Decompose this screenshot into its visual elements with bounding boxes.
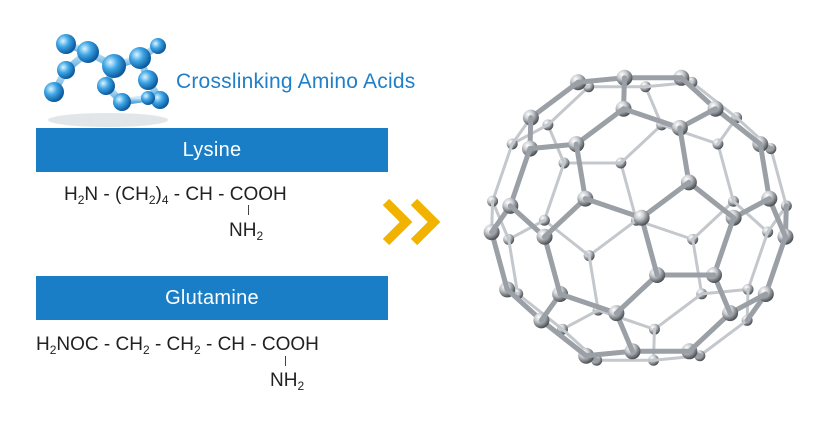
fullerene-icon xyxy=(483,69,794,366)
diagram-title: Crosslinking Amino Acids xyxy=(176,70,416,93)
fullerene-bond xyxy=(491,142,514,203)
fullerene-bond xyxy=(516,292,564,331)
fullerene-bond xyxy=(716,142,735,203)
fullerene-bond xyxy=(573,106,627,147)
lysine-label: Lysine xyxy=(182,138,242,161)
fullerene-bond xyxy=(587,254,600,312)
lysine-amine-group: NH2 xyxy=(229,220,264,243)
fullerene-bond xyxy=(507,237,520,296)
fullerene-bond xyxy=(528,79,581,121)
fullerene-bond xyxy=(542,196,588,240)
fullerene-bond xyxy=(542,161,566,222)
fullerene-bond xyxy=(691,199,735,241)
fullerene-bond xyxy=(746,230,770,291)
fullerene-bond xyxy=(711,215,737,278)
lysine-bond-line xyxy=(248,205,249,215)
fullerene-bond xyxy=(542,234,563,297)
fullerene-bond xyxy=(691,237,704,296)
glutamine-formula: H2NOC - CH2 - CH2 - CH - COOH xyxy=(36,334,319,357)
fullerene-bond xyxy=(538,317,589,359)
fullerene-bond xyxy=(507,146,533,209)
fullerene-bond xyxy=(573,141,588,202)
glutamine-label: Glutamine xyxy=(165,286,259,309)
fullerene-bond xyxy=(587,218,638,258)
fullerene-bond xyxy=(546,85,591,127)
glutamine-amine-group: NH2 xyxy=(270,370,305,393)
fullerene-bond xyxy=(690,80,739,120)
fullerene-bond xyxy=(639,179,692,221)
fullerene-bond xyxy=(507,218,546,241)
molecule-icon xyxy=(44,34,169,127)
fullerene-bond xyxy=(763,234,788,297)
fullerene-bond xyxy=(769,147,788,208)
fullerene-bond xyxy=(639,215,660,278)
fullerene-bond xyxy=(757,141,772,202)
glutamine-bond-line xyxy=(285,356,286,366)
fullerene-bond xyxy=(677,125,692,185)
fullerene-bond xyxy=(700,287,750,296)
lysine-formula: H2N - (CH2)4 - CH - COOH xyxy=(64,184,287,207)
fullerene-bond xyxy=(713,106,763,147)
fullerene-bond xyxy=(560,308,600,331)
fullerene-bond xyxy=(619,123,664,165)
fullerene-bond xyxy=(582,196,645,221)
fullerene-bond xyxy=(542,218,591,258)
lysine-banner: Lysine xyxy=(36,128,388,172)
fullerene-bond xyxy=(619,161,638,222)
fullerene-bond xyxy=(652,292,704,331)
fullerene-atom xyxy=(633,209,650,226)
fullerene-bond xyxy=(613,272,660,316)
fullerene-bond xyxy=(596,308,656,331)
fullerene-bond xyxy=(621,106,683,131)
fullerene-bond xyxy=(489,229,510,292)
fullerene-bond xyxy=(686,179,737,221)
chevron-double-right-icon xyxy=(382,198,441,246)
fullerene-bond xyxy=(698,318,749,358)
fullerene-bond xyxy=(731,199,770,234)
fullerene-bond xyxy=(686,310,733,354)
fullerene-bond xyxy=(557,291,619,316)
fullerene-bond xyxy=(660,123,720,146)
glutamine-banner: Glutamine xyxy=(36,276,388,320)
